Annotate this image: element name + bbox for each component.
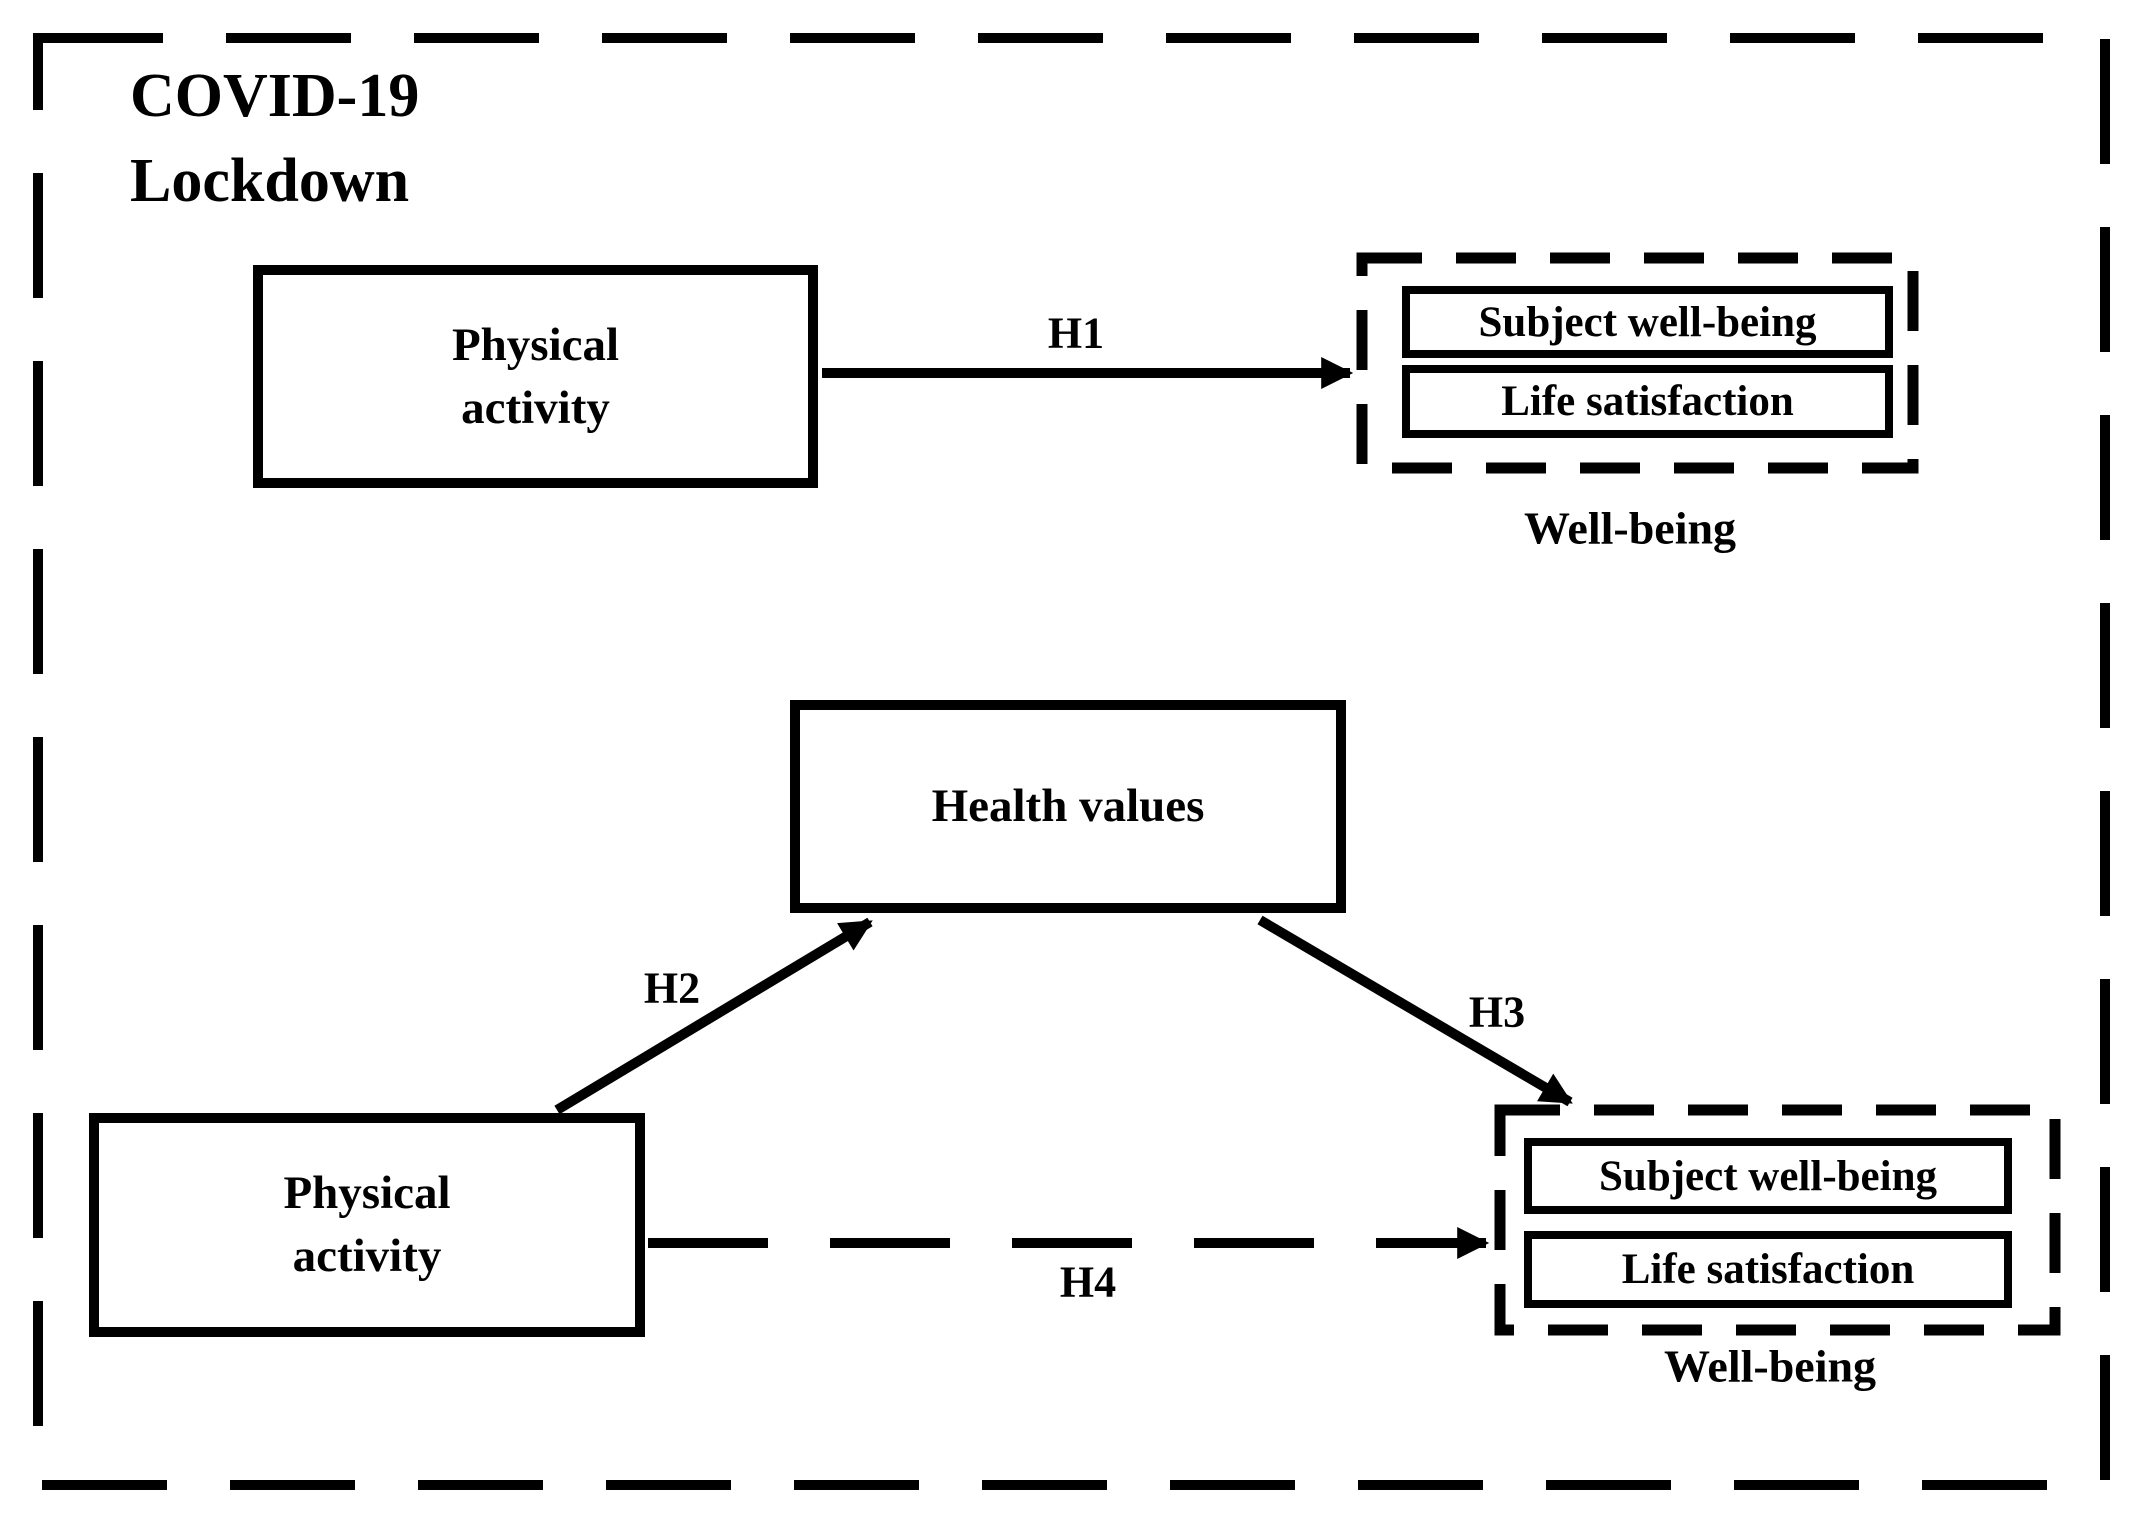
node-label: Health values xyxy=(931,780,1205,832)
node-physical-activity-top: Physical activity xyxy=(253,265,818,488)
h1-label: H1 xyxy=(1047,308,1105,358)
frame-title-covid-lockdown: COVID-19 Lockdown xyxy=(130,54,419,224)
node-subject-well-being-top: Subject well-being xyxy=(1402,286,1893,358)
h4-label: H4 xyxy=(1059,1257,1117,1307)
frame-title-line1: COVID-19 xyxy=(130,62,420,130)
h2-label: H2 xyxy=(643,963,701,1013)
well-being-group-frame-top xyxy=(1356,252,1919,474)
covid-lockdown-frame xyxy=(33,33,2110,1490)
node-label-line2: activity xyxy=(292,1230,442,1282)
node-label: Subject well-being xyxy=(1598,1152,1938,1200)
well-being-caption-top: Well-being xyxy=(1523,502,1737,554)
node-life-satisfaction-top: Life satisfaction xyxy=(1402,365,1893,438)
h3-arrow xyxy=(1257,915,1573,1107)
node-subject-well-being-bottom: Subject well-being xyxy=(1524,1138,2012,1214)
node-label: Subject well-being xyxy=(1478,298,1817,346)
node-label-line2: activity xyxy=(461,381,610,434)
well-being-group-frame-bottom xyxy=(1494,1104,2061,1336)
node-health-values: Health values xyxy=(790,700,1346,913)
h3-label: H3 xyxy=(1468,987,1526,1037)
well-being-caption-bottom: Well-being xyxy=(1663,1340,1877,1392)
node-label-line1: Physical xyxy=(451,318,620,371)
node-label-line1: Physical xyxy=(283,1167,451,1219)
node-physical-activity-bottom: Physical activity xyxy=(89,1113,645,1337)
frame-title-line2: Lockdown xyxy=(130,147,410,215)
node-label: Life satisfaction xyxy=(1621,1246,1915,1293)
node-life-satisfaction-bottom: Life satisfaction xyxy=(1524,1231,2012,1308)
h2-arrow xyxy=(554,917,873,1115)
node-label: Life satisfaction xyxy=(1501,378,1794,425)
